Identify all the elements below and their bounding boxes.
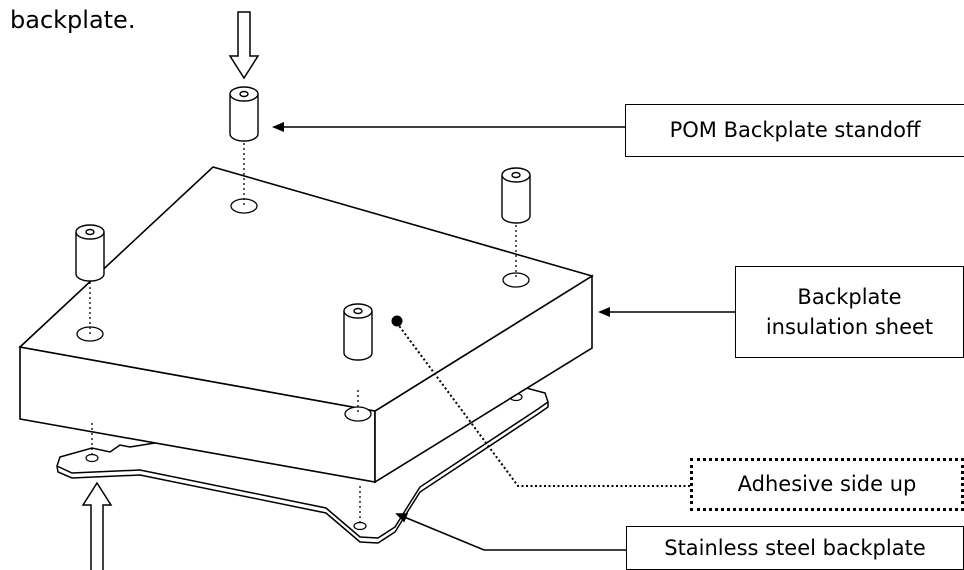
pom-standoff: [343, 303, 373, 361]
backplate-thickness: [56, 402, 549, 544]
insert-up-arrow: [81, 481, 113, 570]
sheet-hole: [344, 406, 372, 422]
insulation-sheet-top-face: [18, 166, 594, 412]
pom-standoff: [501, 167, 531, 224]
pom-standoff: [75, 224, 105, 282]
alignment-lines: [89, 143, 517, 526]
label-text: Adhesive side up: [737, 472, 917, 497]
pom-standoff: [229, 86, 259, 142]
label-pom-backplate-standoff: POM Backplate standoff: [625, 104, 964, 157]
backplate-leader: [395, 513, 626, 551]
label-stainless-steel-backplate: Stainless steel backplate: [626, 526, 964, 570]
label-text: insulation sheet: [765, 315, 934, 339]
adhesive-leader: [396, 322, 690, 487]
label-text: Stainless steel backplate: [664, 535, 926, 560]
label-text: Backplate: [797, 284, 902, 309]
label-text: POM Backplate standoff: [669, 118, 921, 143]
sheet-hole: [502, 272, 530, 288]
adhesive-dot: [391, 315, 403, 327]
label-backplate-insulation-sheet: Backplate insulation sheet: [735, 266, 964, 358]
sheet-hole: [230, 198, 258, 214]
insert-down-arrow: [228, 11, 260, 80]
label-adhesive-side-up: Adhesive side up: [690, 458, 964, 511]
intro-text: backplate.: [10, 6, 136, 34]
